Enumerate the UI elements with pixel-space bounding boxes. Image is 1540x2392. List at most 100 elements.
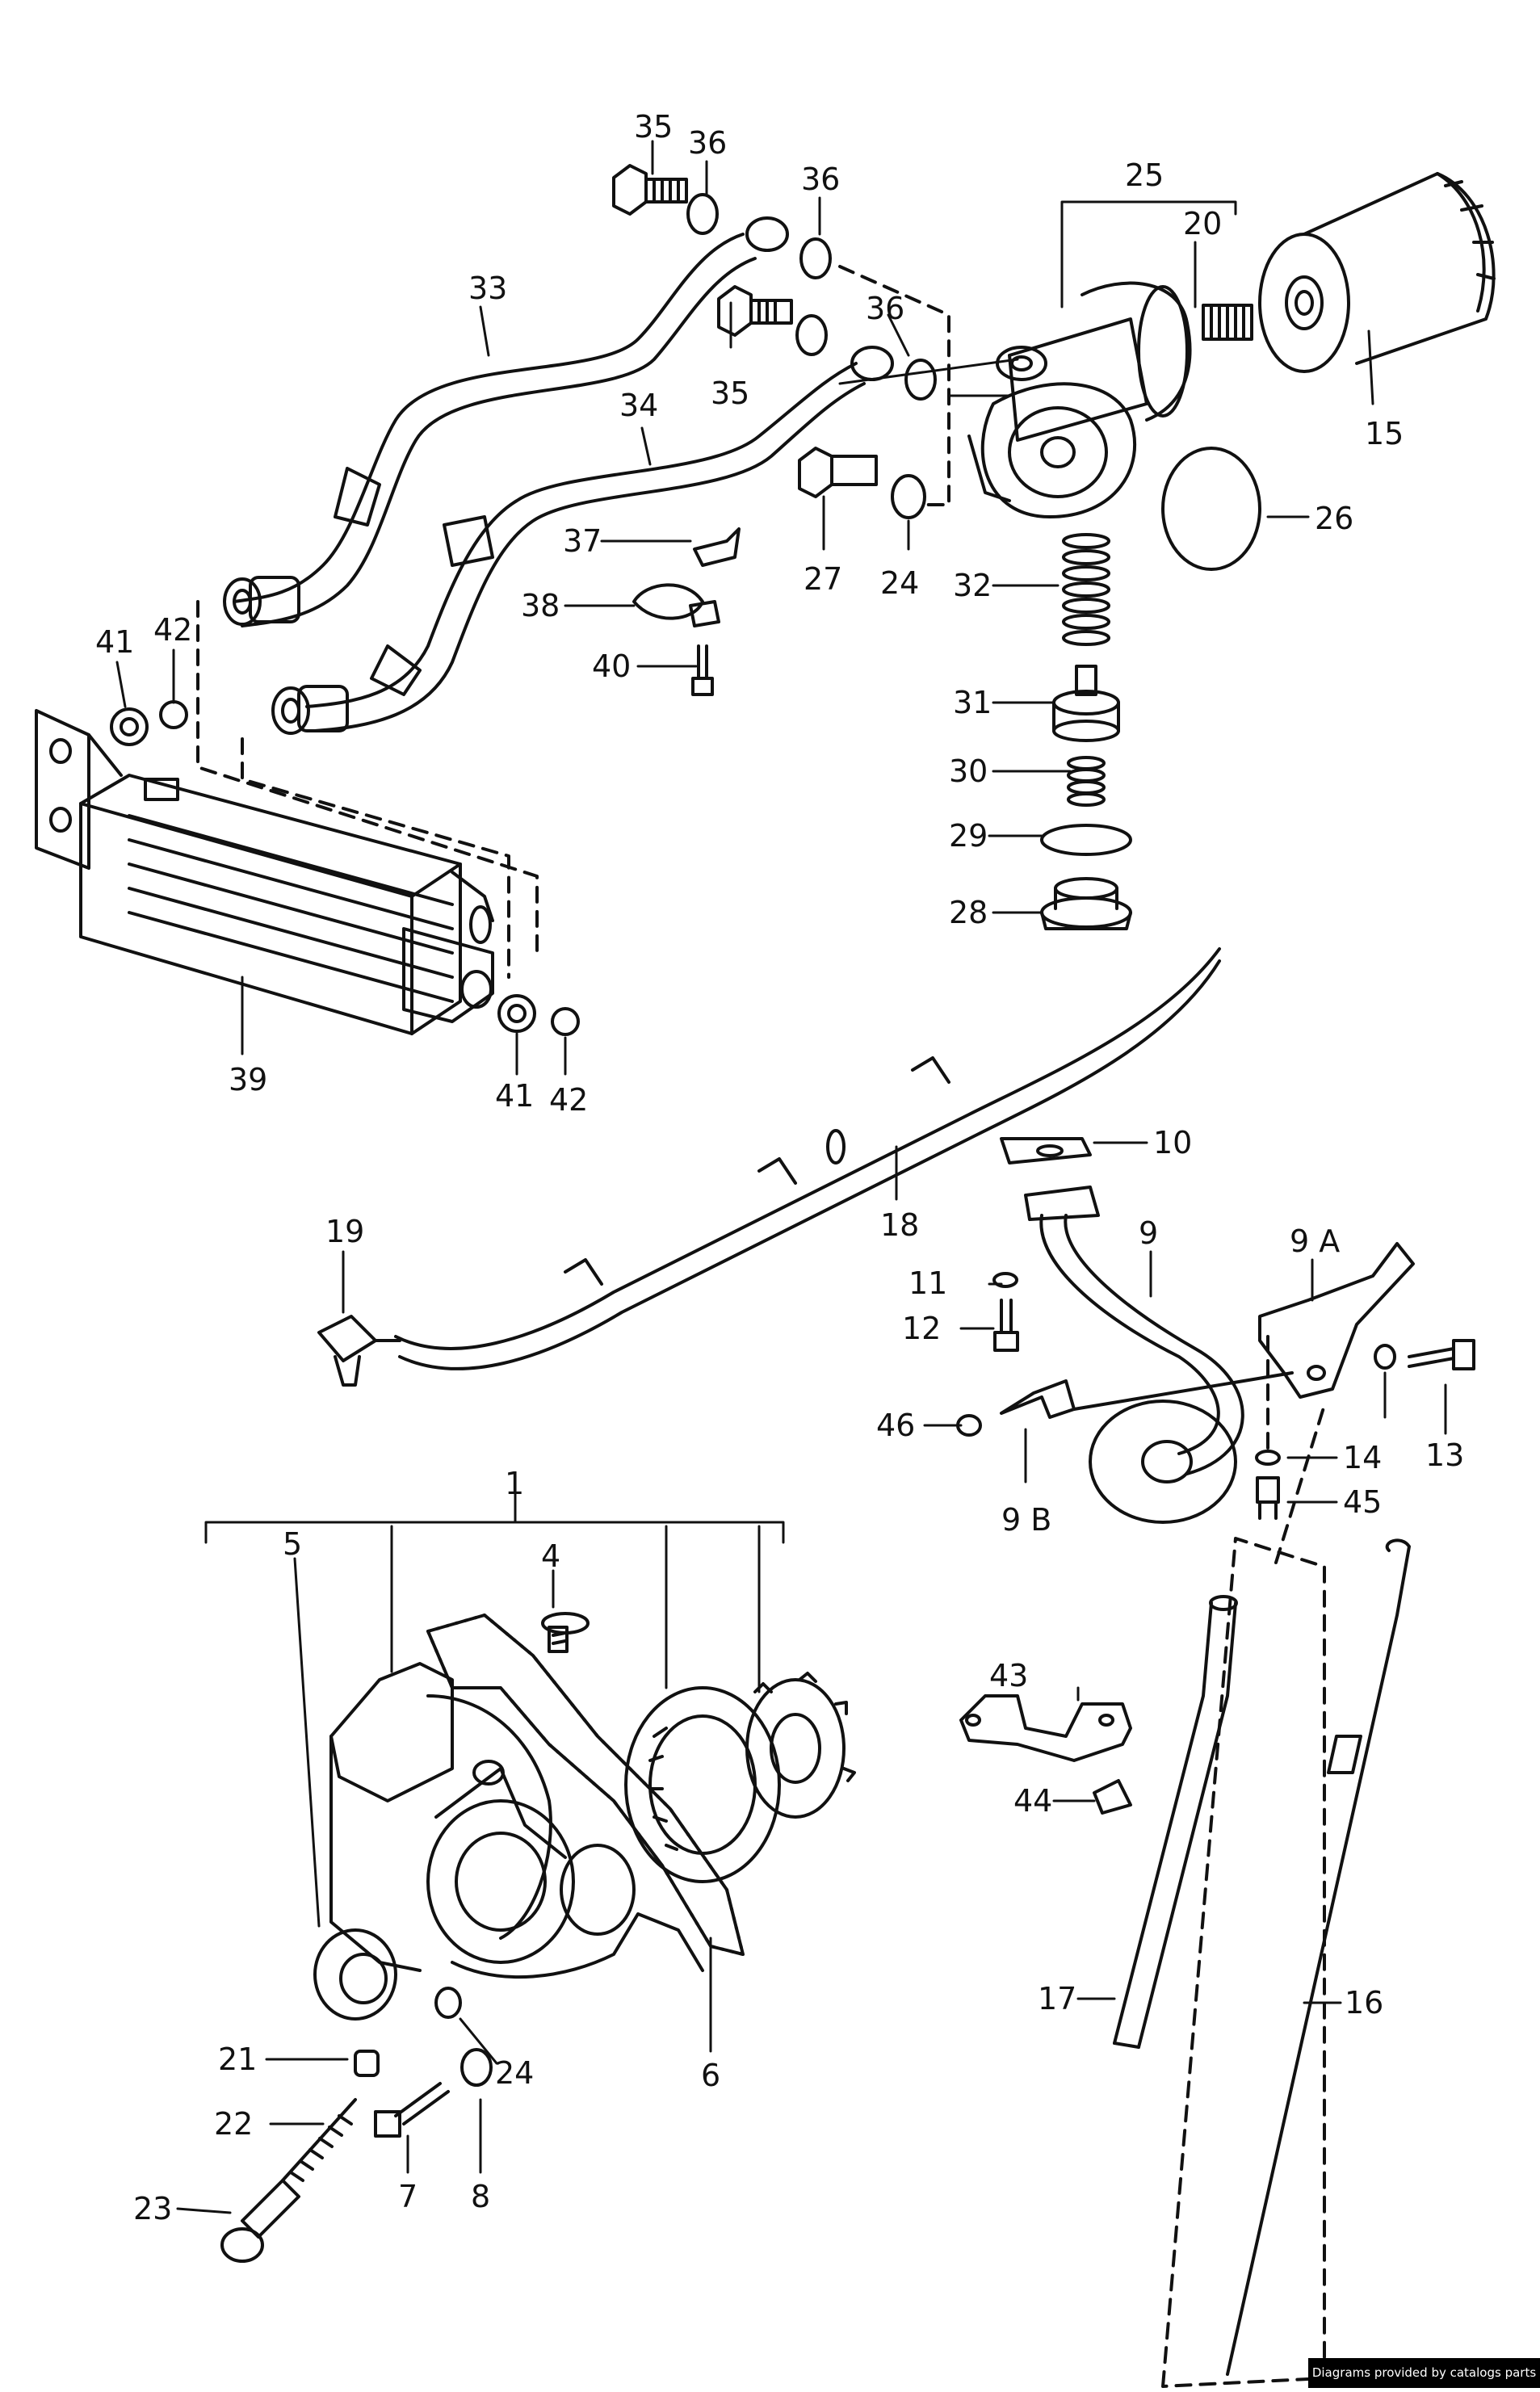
pump-gear-ring — [624, 1686, 781, 1883]
label-35-top: 35 — [634, 109, 673, 145]
bracket-9b — [1000, 1371, 1294, 1419]
washer-8 — [460, 2048, 493, 2087]
seal-5 — [313, 1928, 397, 2021]
oil-filter-15 — [1258, 172, 1496, 373]
leader-lines — [115, 140, 1447, 2214]
bracket-43 — [959, 1694, 1132, 1762]
banjo-bolt-27 — [798, 447, 878, 498]
label-43: 43 — [989, 1658, 1028, 1693]
label-36-b: 36 — [801, 162, 840, 197]
gasket-6-outline — [426, 1614, 745, 1956]
gasket-6 — [426, 1614, 745, 1956]
washer-36-c — [795, 314, 828, 356]
label-45: 45 — [1343, 1484, 1382, 1520]
label-21: 21 — [218, 2042, 257, 2077]
label-11: 11 — [908, 1265, 947, 1301]
plug-28 — [1040, 877, 1132, 930]
label-27: 27 — [804, 561, 842, 597]
label-42-right: 42 — [549, 1082, 588, 1118]
label-19: 19 — [325, 1214, 364, 1249]
label-9: 9 — [1139, 1215, 1158, 1251]
label-40: 40 — [592, 648, 631, 684]
screw-40 — [691, 644, 714, 696]
label-24-top: 24 — [880, 565, 919, 601]
label-18: 18 — [880, 1207, 919, 1243]
label-32: 32 — [953, 568, 992, 603]
callout-labels: 35 36 36 36 25 20 15 33 34 35 26 37 38 4… — [95, 109, 1464, 2226]
dipstick-tube-17 — [1113, 1595, 1238, 2049]
oil-cooler-39 — [35, 709, 494, 1035]
threaded-stud-20 — [1202, 304, 1253, 341]
piston-21 — [354, 2050, 380, 2077]
hose-fitting-left — [223, 576, 349, 735]
oil-line-18 — [394, 947, 1221, 1370]
washer-36-b — [799, 237, 832, 279]
label-16: 16 — [1345, 1985, 1383, 2021]
label-14: 14 — [1343, 1440, 1382, 1475]
washer-14-a — [1374, 1344, 1396, 1370]
spring-30 — [1067, 756, 1106, 807]
label-17: 17 — [1038, 1981, 1076, 2016]
label-8: 8 — [471, 2179, 490, 2214]
washer-11 — [992, 1272, 1018, 1288]
oil-pump-housing — [329, 1662, 704, 1979]
label-22: 22 — [214, 2106, 253, 2142]
pump-drive-gear — [745, 1672, 856, 1819]
clip-44 — [1093, 1779, 1132, 1815]
fittings-41-42-right — [497, 994, 580, 1036]
seal-ring-29 — [1040, 824, 1132, 856]
banjo-bolt-35-mid — [717, 285, 793, 337]
label-24-bottom: 24 — [495, 2055, 534, 2091]
label-36-c: 36 — [866, 291, 904, 326]
gasket-10 — [1000, 1137, 1092, 1165]
label-28: 28 — [949, 895, 988, 930]
label-1: 1 — [505, 1466, 524, 1501]
union-19 — [317, 1315, 401, 1387]
label-5: 5 — [283, 1526, 302, 1562]
label-34: 34 — [619, 388, 658, 423]
label-39: 39 — [229, 1062, 267, 1097]
label-10: 10 — [1153, 1125, 1192, 1160]
clamp-38 — [632, 583, 720, 627]
clip-37 — [693, 527, 741, 567]
banjo-bolt-35-top — [612, 164, 688, 216]
label-9b: 9 B — [1001, 1502, 1051, 1538]
label-46: 46 — [876, 1408, 915, 1443]
label-38: 38 — [521, 588, 560, 623]
o-ring-26 — [1161, 447, 1261, 571]
label-31: 31 — [953, 685, 992, 720]
washer-24-bottom — [434, 1987, 462, 2019]
label-15: 15 — [1365, 416, 1404, 451]
bolt-7 — [374, 2082, 450, 2138]
label-20: 20 — [1183, 206, 1222, 241]
label-26: 26 — [1315, 501, 1353, 536]
label-29: 29 — [949, 818, 988, 854]
spring-32 — [1062, 533, 1110, 646]
fittings-41-42-left — [110, 700, 188, 746]
label-35-mid: 35 — [711, 376, 749, 411]
oil-line-33 — [233, 216, 789, 627]
label-9a: 9 A — [1290, 1223, 1340, 1259]
label-37: 37 — [563, 523, 602, 559]
connect-lines — [838, 358, 1019, 397]
label-6: 6 — [701, 2058, 720, 2093]
label-25: 25 — [1125, 157, 1164, 193]
washer-24-top — [891, 474, 926, 519]
piston-31 — [1052, 665, 1120, 742]
bracket-9a — [1258, 1242, 1415, 1399]
plug-23 — [220, 2179, 300, 2263]
label-44: 44 — [1013, 1783, 1052, 1819]
label-42-left: 42 — [153, 612, 192, 648]
label-4: 4 — [541, 1538, 560, 1574]
dipstick-16 — [1226, 1538, 1411, 2376]
washer-36-a — [686, 193, 719, 235]
oil-filter-housing — [967, 281, 1192, 518]
label-41-left: 41 — [95, 624, 134, 660]
label-12: 12 — [902, 1311, 941, 1346]
screw-4 — [541, 1612, 590, 1653]
label-33: 33 — [468, 271, 507, 306]
label-36-a: 36 — [688, 125, 727, 161]
label-13: 13 — [1425, 1437, 1464, 1473]
spring-22 — [281, 2098, 357, 2182]
